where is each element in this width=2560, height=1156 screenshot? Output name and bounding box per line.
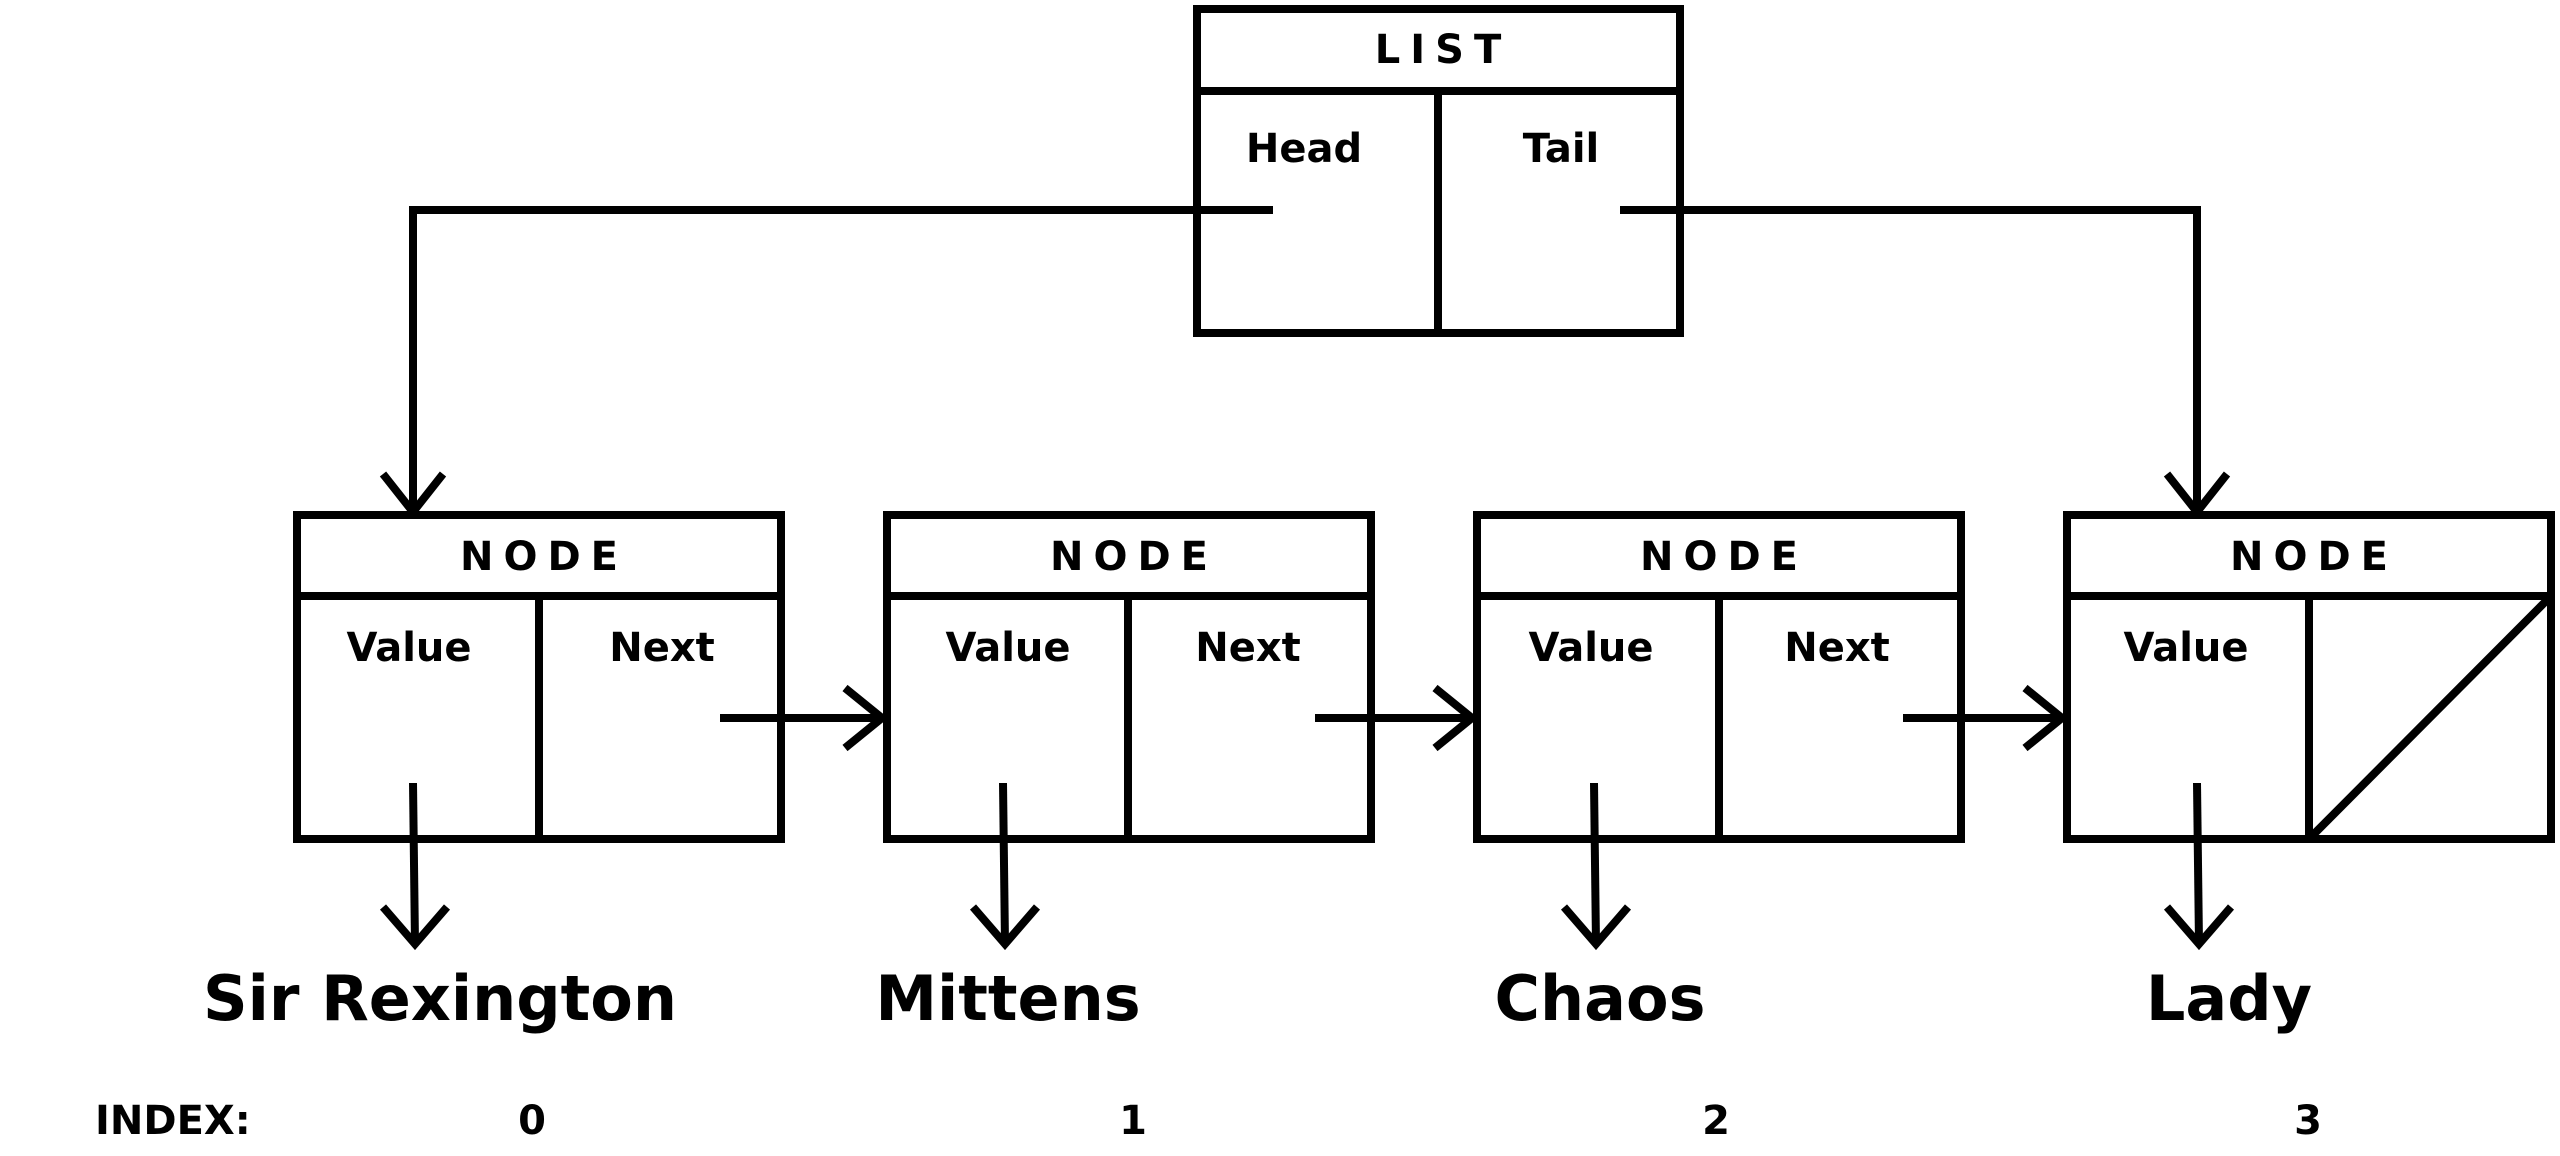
value-pointer-arrow — [379, 782, 451, 951]
node-title: NODE — [1050, 534, 1218, 580]
node-value-text: Sir Rexington — [203, 962, 677, 1035]
next-pointer-arrow — [720, 684, 889, 752]
list-tail-label: Tail — [1523, 126, 1600, 172]
null-next-slash — [2306, 593, 2554, 842]
node-next-label: Next — [1195, 625, 1301, 671]
node-value-label: Value — [1528, 625, 1653, 671]
node-index: 0 — [518, 1098, 546, 1144]
node-next-label: Next — [1784, 625, 1890, 671]
head-pointer-arrow — [379, 206, 1273, 519]
node-value-label: Value — [2123, 625, 2248, 671]
node-value-text: Mittens — [875, 962, 1140, 1035]
tail-pointer-arrow — [1620, 206, 2231, 519]
next-pointer-arrow — [1315, 684, 1479, 752]
list-title: LIST — [1375, 27, 1511, 73]
value-pointer-arrow — [969, 782, 1041, 951]
node-box: NODE Value — [2063, 511, 2555, 843]
node-value-label: Value — [945, 625, 1070, 671]
node-index: 1 — [1119, 1098, 1147, 1144]
list-head-label: Head — [1246, 126, 1362, 172]
node-index: 3 — [2294, 1098, 2322, 1144]
node-title: NODE — [2230, 534, 2398, 580]
value-pointer-arrow — [1560, 782, 1632, 951]
node-box: NODE Value Next — [1473, 511, 1965, 843]
node-index: 2 — [1702, 1098, 1730, 1144]
node-value-label: Value — [346, 625, 471, 671]
node-title: NODE — [1640, 534, 1808, 580]
node-value-text: Lady — [2146, 962, 2312, 1035]
node-box: NODE Value Next — [293, 511, 785, 843]
node-title: NODE — [460, 534, 628, 580]
node-value-text: Chaos — [1495, 962, 1706, 1035]
node-box: NODE Value Next — [883, 511, 1375, 843]
next-pointer-arrow — [1903, 684, 2069, 752]
node-next-label: Next — [609, 625, 715, 671]
list-box: LIST Head Tail — [1193, 5, 1684, 337]
value-pointer-arrow — [2163, 782, 2235, 951]
index-label: INDEX: — [95, 1098, 251, 1144]
